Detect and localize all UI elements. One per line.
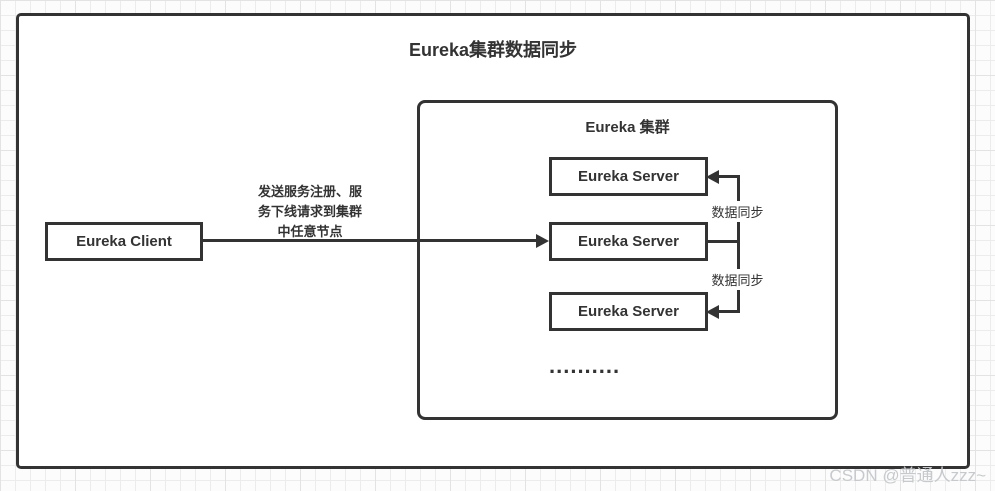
eureka-client-label: Eureka Client	[76, 233, 172, 250]
eureka-client-box: Eureka Client	[45, 222, 203, 261]
register-request-label: 发送服务注册、服 务下线请求到集群 中任意节点	[257, 184, 362, 239]
eureka-server-box-3: Eureka Server	[549, 292, 708, 331]
data-sync-label-bottom: 数据同步	[687, 269, 788, 290]
client-to-cluster-arrowhead-icon	[536, 234, 549, 248]
eureka-server-box-2: Eureka Server	[549, 222, 708, 261]
more-servers-ellipsis: ..........	[549, 353, 621, 378]
sync-connector-top-line	[718, 175, 740, 178]
client-to-cluster-arrow-line	[203, 239, 537, 242]
eureka-server-box-1: Eureka Server	[549, 157, 708, 196]
eureka-server-label: Eureka Server	[578, 233, 679, 250]
eureka-server-label: Eureka Server	[578, 168, 679, 185]
sync-top-arrowhead-icon	[706, 170, 719, 184]
sync-connector-bottom-line	[718, 310, 740, 313]
data-sync-label-top: 数据同步	[687, 201, 788, 222]
sync-bottom-arrowhead-icon	[706, 305, 719, 319]
sync-connector-vertical-line	[737, 175, 740, 313]
sync-connector-mid-line	[705, 240, 740, 243]
eureka-cluster-title: Eureka 集群	[585, 119, 670, 136]
diagram-title: Eureka集群数据同步	[408, 40, 578, 60]
eureka-server-label: Eureka Server	[578, 303, 679, 320]
watermark: CSDN @普通人zzz~	[829, 466, 986, 485]
